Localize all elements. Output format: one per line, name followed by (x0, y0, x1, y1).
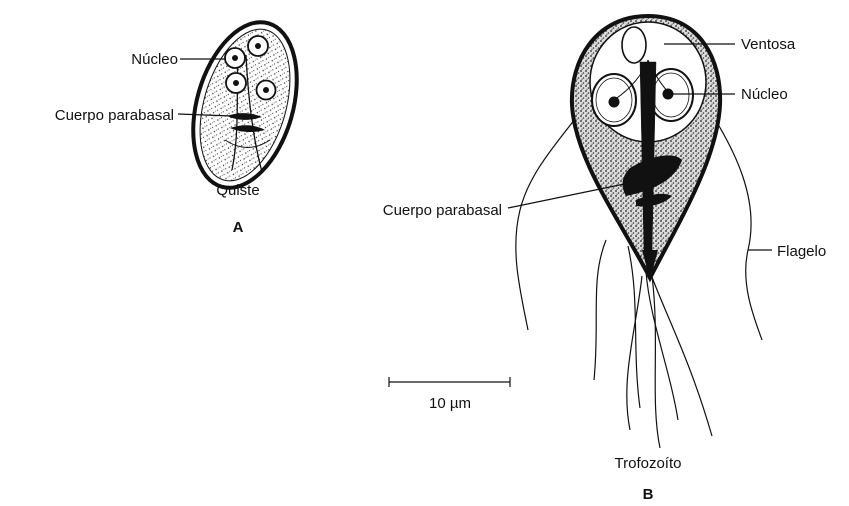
ventosa-knob (622, 27, 646, 63)
label-cuerpo-parabasal-a: Cuerpo parabasal (55, 107, 174, 124)
caption-trofozoito: Trofozoíto (615, 455, 682, 472)
scale-bar (389, 377, 510, 387)
cyst-nucleus (248, 36, 268, 56)
trophozoite-figure (516, 16, 762, 448)
flagellum (650, 272, 712, 436)
caption-quiste: Quiste (216, 182, 259, 199)
cyst-figure (175, 10, 314, 200)
panel-letter-b: B (643, 486, 654, 503)
panel-letter-a: A (233, 219, 244, 236)
label-ventosa: Ventosa (741, 36, 796, 53)
scale-bar-label: 10 µm (429, 395, 471, 412)
cyst-nucleus (226, 73, 246, 93)
label-cuerpo-parabasal-b: Cuerpo parabasal (383, 202, 502, 219)
label-nucleo-a: Núcleo (131, 51, 178, 68)
label-nucleo-b: Núcleo (741, 86, 788, 103)
flagellum (594, 240, 606, 380)
cyst-nucleus (225, 48, 245, 68)
cyst-nucleus (257, 81, 276, 100)
flagellum (646, 272, 678, 420)
flagellum (652, 276, 660, 448)
flagellum (708, 108, 762, 340)
label-flagelo: Flagelo (777, 243, 826, 260)
